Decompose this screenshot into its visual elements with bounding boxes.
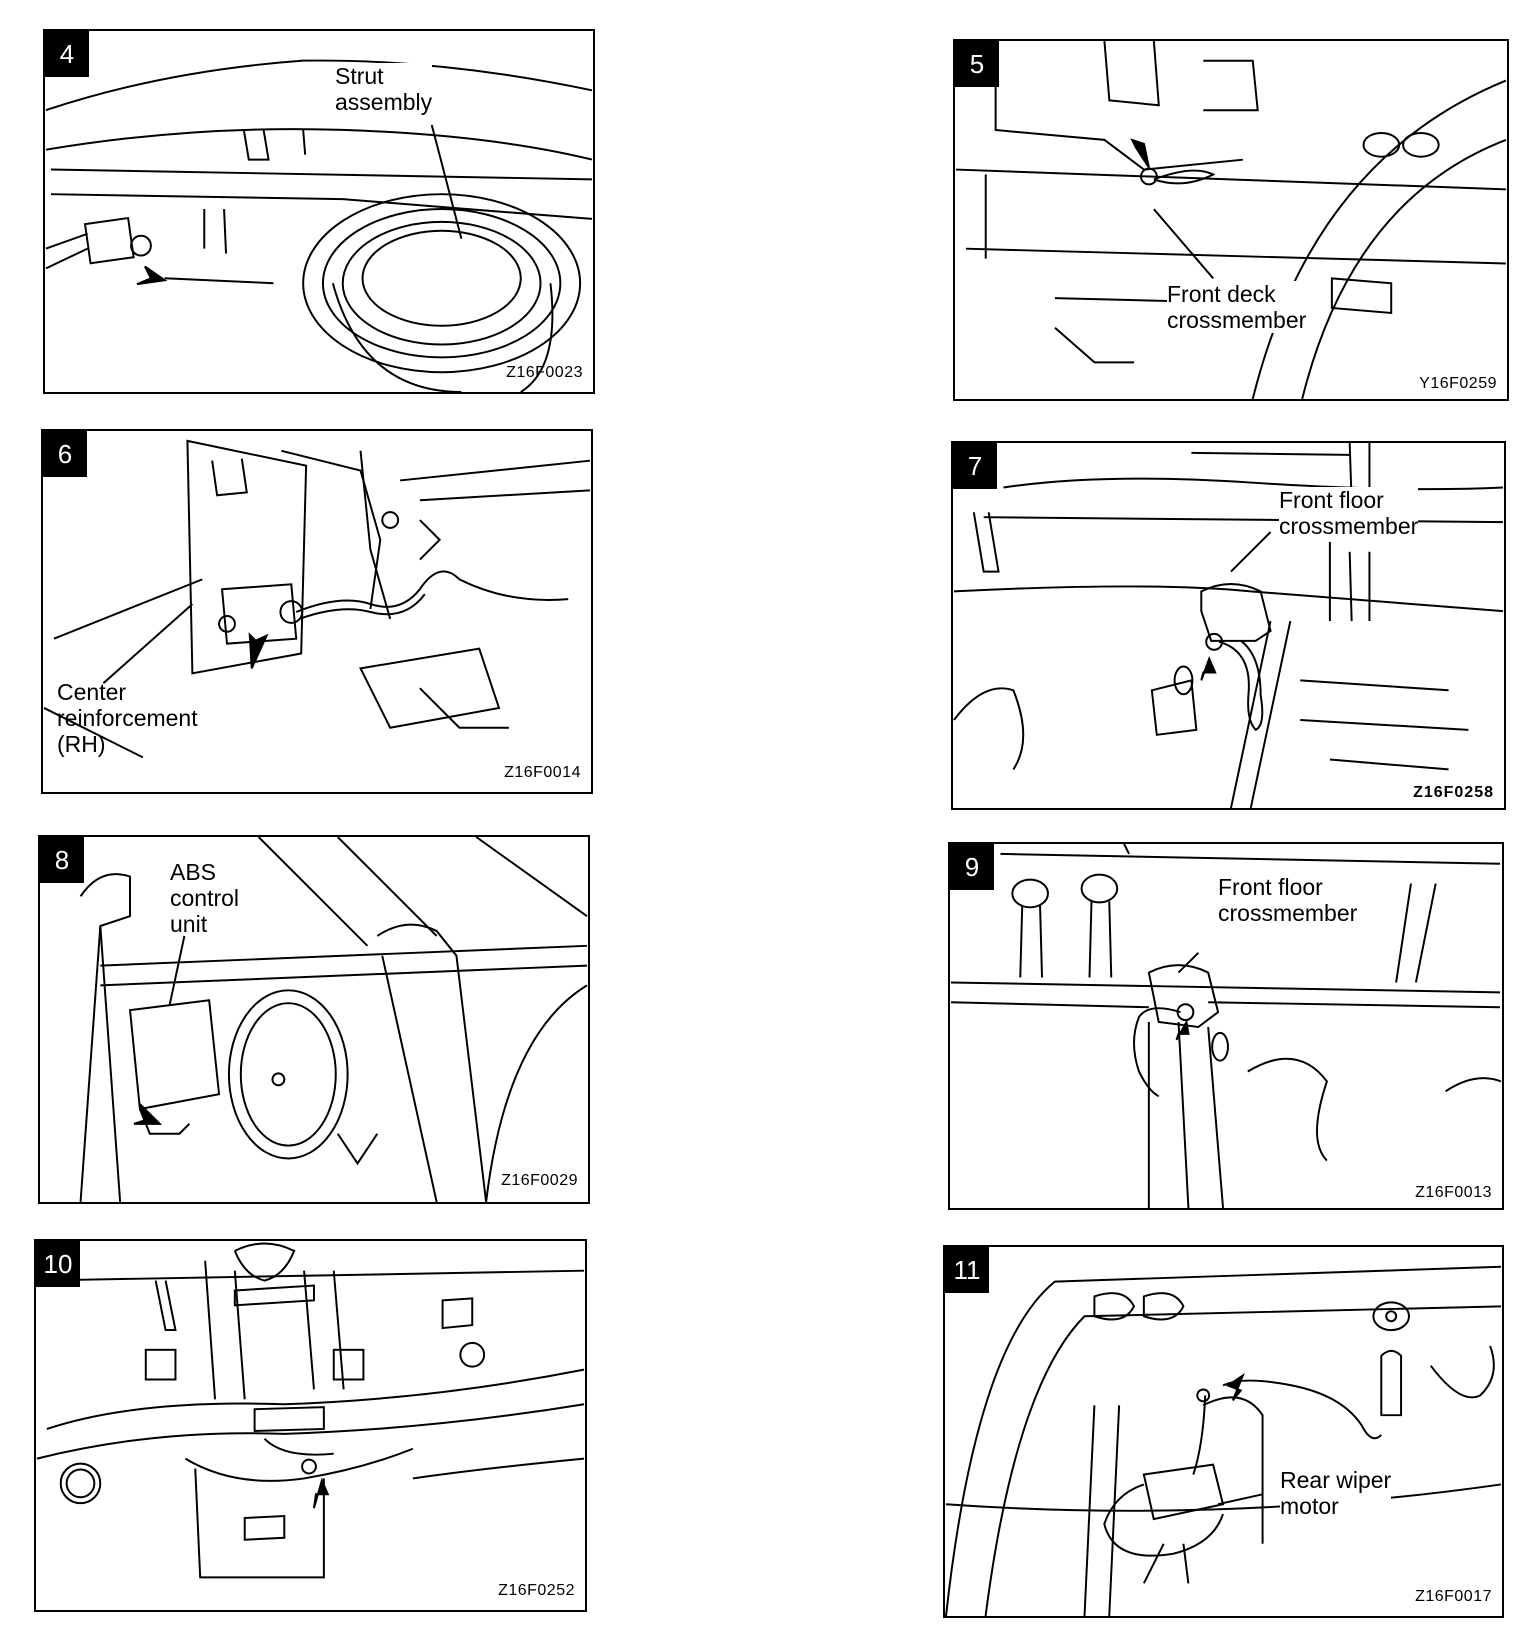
figure-panel-10: 10 Z16F0252 xyxy=(34,1239,587,1612)
panel-number: 11 xyxy=(945,1247,989,1293)
rear-wiper-motor-label: Rear wiper motor xyxy=(1280,1467,1392,1519)
strut-area-illustration xyxy=(45,59,593,392)
figure-panel-6: 6 Center reinforcement (RH) Z16F0014 xyxy=(41,429,593,794)
figure-panel-8: 8 ABS control unit Z16F0029 xyxy=(38,835,590,1204)
front-floor-crossmember-illustration-9 xyxy=(950,844,1502,1208)
figure-code: Z16F0014 xyxy=(504,764,581,781)
figure-code: Z16F0023 xyxy=(506,364,583,381)
front-deck-crossmember-label: Front deck crossmember xyxy=(1167,281,1307,333)
panel-number: 10 xyxy=(36,1241,80,1287)
figure-panel-7: 7 Front floor crossmember Z16F0258 xyxy=(951,441,1506,810)
abs-control-unit-illustration xyxy=(79,837,588,1202)
figure-code: Z16F0252 xyxy=(498,1582,575,1599)
panel-number: 4 xyxy=(45,31,89,77)
abs-control-unit-label: ABS control unit xyxy=(170,859,240,937)
figure-panel-5: 5 Front deck crossmember Y16F0259 xyxy=(953,39,1509,401)
rear-harness-illustration xyxy=(36,1242,585,1579)
panel-number: 9 xyxy=(950,844,994,890)
panel-number: 7 xyxy=(953,443,997,489)
figure-code: Y16F0259 xyxy=(1419,375,1497,392)
figure-panel-9: 9 Front floor crossmember Z16F0013 xyxy=(948,842,1504,1210)
center-reinforcement-label: Center reinforcement (RH) xyxy=(57,679,198,757)
front-floor-crossmember-label: Front floor crossmember xyxy=(1218,874,1358,926)
figure-code: Z16F0013 xyxy=(1415,1184,1492,1201)
figure-code: Z16F0258 xyxy=(1413,784,1494,801)
front-floor-crossmember-illustration-7 xyxy=(953,443,1504,808)
figure-code: Z16F0029 xyxy=(501,1172,578,1189)
figure-panel-4: 4 Strut assembly Z16F0023 xyxy=(43,29,595,394)
center-reinforcement-illustration xyxy=(43,439,591,759)
panel-number: 5 xyxy=(955,41,999,87)
front-floor-crossmember-label: Front floor crossmember xyxy=(1279,487,1419,539)
figure-code: Z16F0017 xyxy=(1415,1588,1492,1605)
front-deck-illustration xyxy=(956,41,1507,399)
strut-assembly-label: Strut assembly xyxy=(335,63,433,115)
panel-number: 8 xyxy=(40,837,84,883)
rear-wiper-motor-illustration xyxy=(945,1265,1502,1616)
panel-number: 6 xyxy=(43,431,87,477)
figure-panel-11: 11 Rear wiper motor Z16F0017 xyxy=(943,1245,1504,1618)
